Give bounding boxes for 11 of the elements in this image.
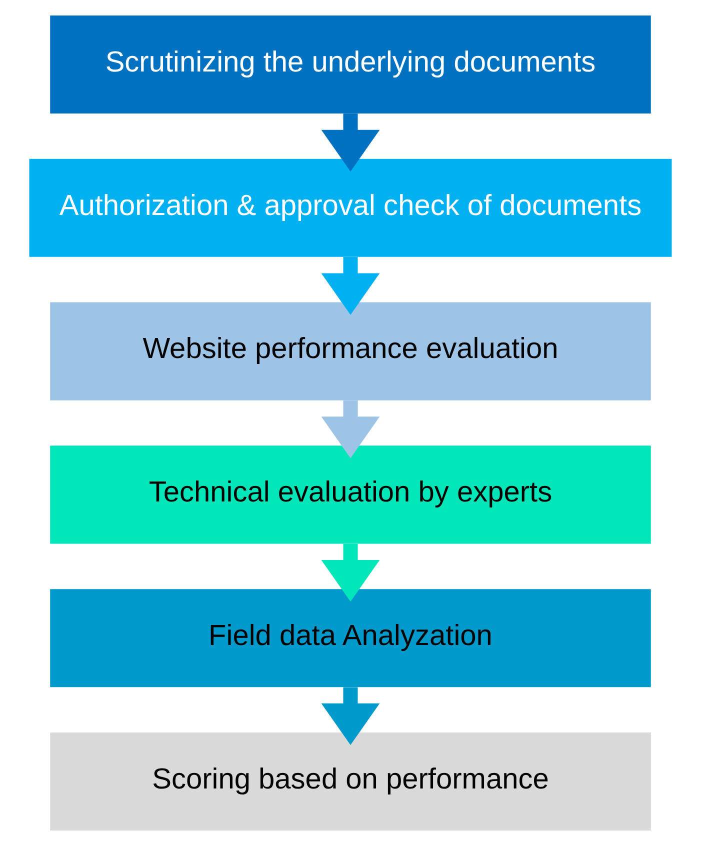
- node-box: Scoring based on performance: [50, 732, 651, 830]
- arrow: [321, 687, 380, 746]
- arrow: [321, 400, 380, 458]
- node-box: Website performance evaluation: [50, 302, 651, 400]
- node-box: Technical evaluation by experts: [50, 446, 651, 544]
- node-box: Field data Analyzation: [50, 589, 651, 688]
- arrow: [321, 257, 380, 315]
- arrow: [321, 544, 380, 602]
- node-box: Authorization & approval check of documents: [29, 158, 672, 257]
- arrow: [321, 114, 380, 172]
- node-box: Scrutinizing the underlying documents: [50, 16, 651, 114]
